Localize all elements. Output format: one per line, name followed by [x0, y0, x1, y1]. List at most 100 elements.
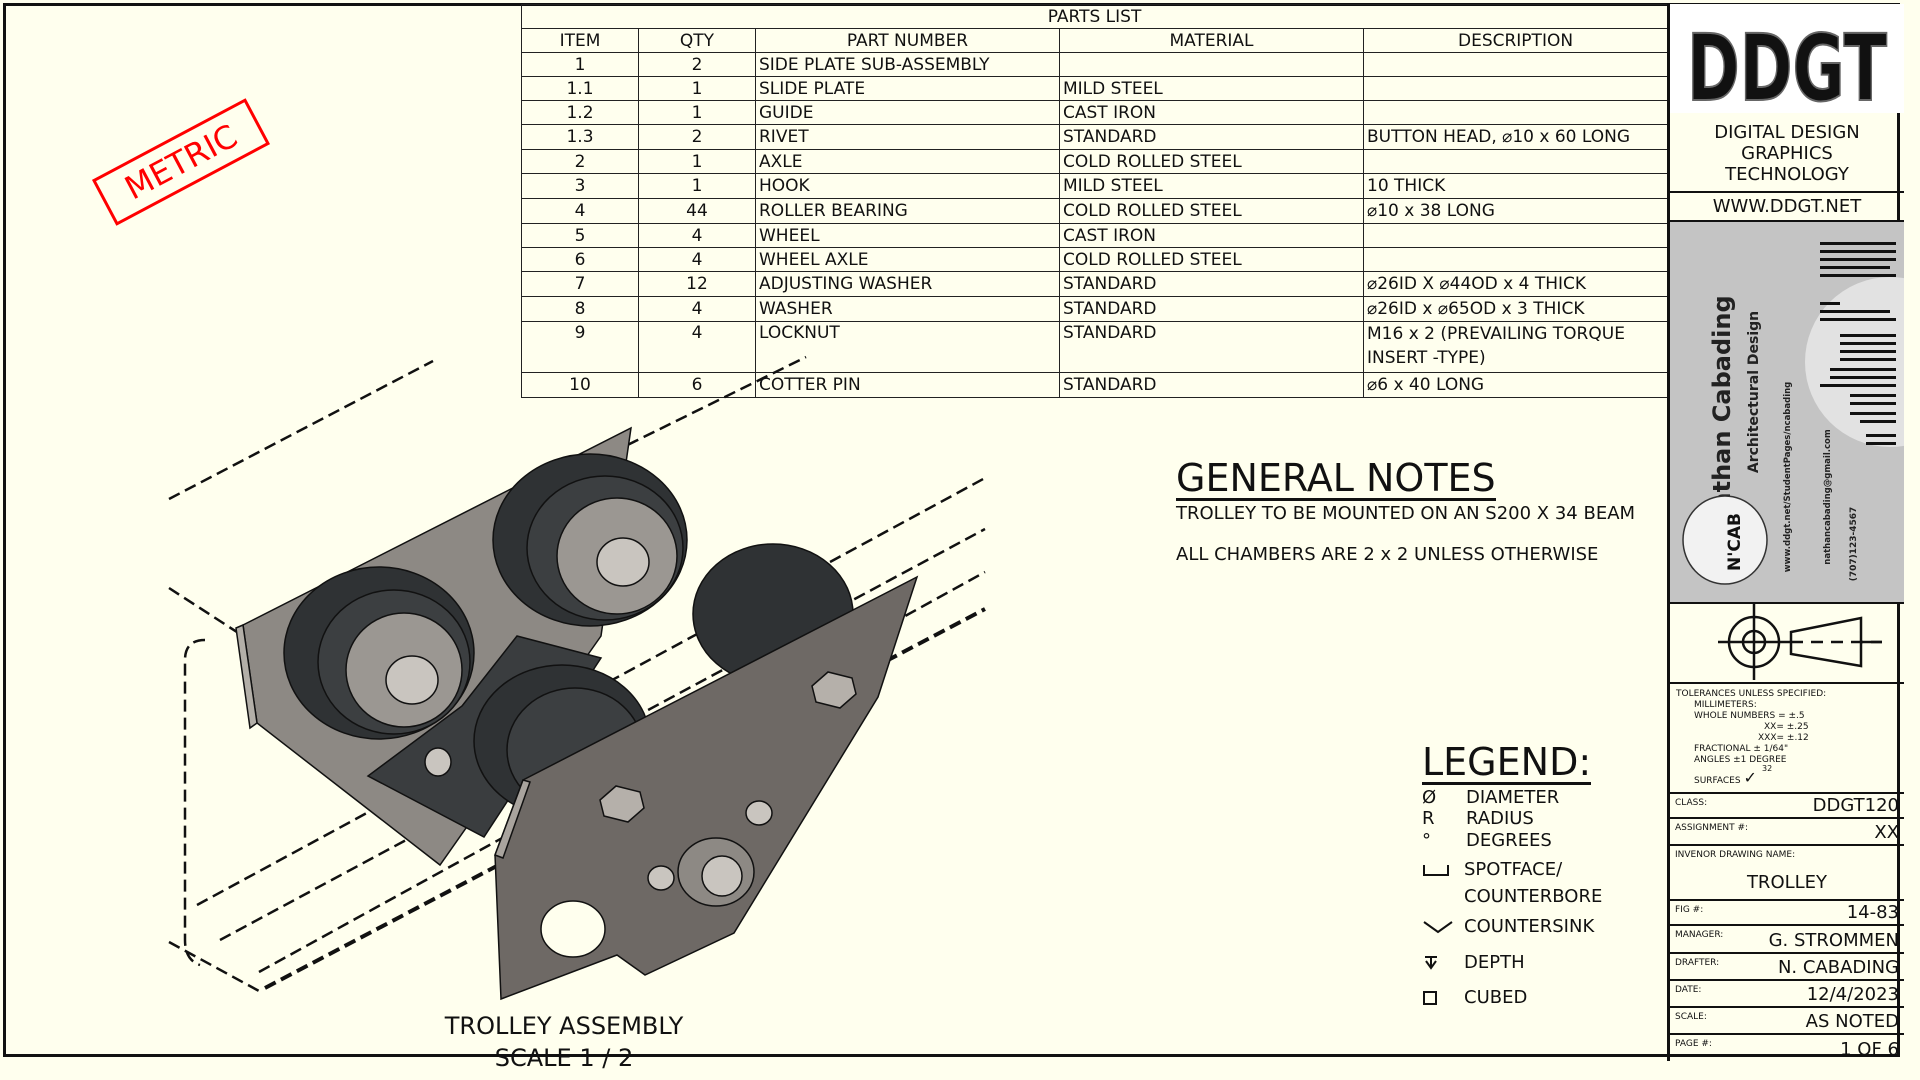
field-value: AS NOTED	[1805, 1011, 1899, 1032]
parts-cell-item: 1.1	[521, 76, 639, 101]
parts-cell-item: 1.3	[521, 124, 639, 150]
field-value: DDGT120	[1812, 795, 1899, 816]
general-notes: GENERAL NOTES TROLLEY TO BE MOUNTED ON A…	[1176, 458, 1635, 565]
parts-cell-item: 5	[521, 223, 639, 248]
column-header-item: ITEM	[521, 28, 639, 53]
parts-cell-description: BUTTON HEAD, ⌀10 x 60 LONG	[1362, 124, 1669, 150]
org-line: DIGITAL DESIGN	[1714, 122, 1860, 143]
svg-text:(707)123-4567: (707)123-4567	[1849, 507, 1859, 582]
parts-cell-description	[1362, 149, 1669, 174]
field-label: DRAFTER:	[1675, 958, 1720, 968]
parts-cell-part-number: SLIDE PLATE	[755, 76, 1060, 101]
tolerance-line: MILLIMETERS:	[1694, 700, 1757, 710]
org-line: TECHNOLOGY	[1725, 164, 1849, 185]
wheel-top	[492, 453, 688, 627]
parts-cell-qty: 4	[638, 247, 756, 272]
title-field: SCALE:AS NOTED	[1670, 1008, 1904, 1035]
tolerance-line: FRACTIONAL ± 1/64"	[1694, 744, 1789, 754]
parts-cell-description: M16 x 2 (PREVAILING TORQUE INSERT -TYPE)	[1362, 321, 1669, 373]
legend-label: COUNTERSINK	[1464, 916, 1595, 937]
view-caption: TROLLEY ASSEMBLY SCALE 1 / 2	[364, 1010, 764, 1074]
parts-cell-description: ⌀26ID x ⌀65OD x 3 THICK	[1362, 296, 1669, 322]
general-notes-title: GENERAL NOTES	[1176, 456, 1496, 501]
parts-cell-description	[1362, 52, 1669, 77]
field-label: FIG #:	[1675, 905, 1704, 915]
surface-roughness-value: 32	[1762, 764, 1773, 773]
field-value: G. STROMMEN	[1768, 930, 1899, 951]
legend-symbol: R	[1422, 808, 1435, 829]
org-line: GRAPHICS	[1741, 143, 1833, 164]
barcode-graphic	[1820, 242, 1896, 445]
legend-label: COUNTERBORE	[1464, 886, 1603, 907]
title-field: PAGE #: 1 OF 6	[1670, 1035, 1904, 1061]
parts-cell-material: STANDARD	[1059, 321, 1364, 373]
parts-cell-part-number: ROLLER BEARING	[755, 198, 1060, 224]
title-field: DATE:12/4/2023	[1670, 981, 1904, 1008]
svg-text:www.ddgt.net/StudentPages/ncab: www.ddgt.net/StudentPages/ncabading	[1783, 382, 1793, 573]
field-value: TROLLEY	[1746, 872, 1828, 893]
title-block: DDGT DIGITAL DESIGN GRAPHICS TECHNOLOGY …	[1667, 4, 1920, 1061]
projection-symbol	[1670, 604, 1904, 684]
tolerance-heading: TOLERANCES UNLESS SPECIFIED:	[1676, 689, 1827, 699]
view-title: TROLLEY ASSEMBLY	[444, 1012, 684, 1040]
note-1: TROLLEY TO BE MOUNTED ON AN S200 X 34 BE…	[1176, 503, 1636, 524]
countersink-icon	[1422, 916, 1454, 941]
parts-cell-item: 10	[521, 372, 639, 398]
locknut-right	[811, 671, 857, 709]
parts-cell-description: ⌀6 x 40 LONG	[1362, 372, 1669, 398]
parts-cell-qty: 4	[638, 321, 756, 373]
field-label: INVENOR DRAWING NAME:	[1675, 850, 1796, 860]
field-label: ASSIGNMENT #:	[1675, 823, 1749, 833]
note-2: ALL CHAMBERS ARE 2 x 2 UNLESS OTHERWISE	[1176, 544, 1599, 565]
parts-cell-material: COLD ROLLED STEEL	[1059, 149, 1364, 174]
legend-label: DEGREES	[1466, 830, 1552, 851]
field-label: PAGE #:	[1675, 1039, 1712, 1049]
field-value: 14-83	[1846, 902, 1899, 923]
legend-label: CUBED	[1464, 987, 1528, 1008]
legend-label: DEPTH	[1464, 952, 1525, 973]
parts-cell-material: STANDARD	[1059, 372, 1364, 398]
field-value: 1 OF 6	[1840, 1039, 1899, 1060]
parts-cell-material: STANDARD	[1059, 296, 1364, 322]
ddgt-logo: DDGT	[1670, 4, 1904, 123]
parts-cell-item: 1.2	[521, 100, 639, 125]
title-field: FIG #: 14-83	[1670, 901, 1904, 926]
title-field: MANAGER: G. STROMMEN	[1670, 926, 1904, 954]
legend-title: LEGEND:	[1422, 740, 1592, 785]
view-scale: SCALE 1 / 2	[494, 1044, 634, 1072]
parts-cell-qty: 4	[638, 223, 756, 248]
depth-icon	[1422, 952, 1442, 977]
parts-cell-qty: 4	[638, 296, 756, 322]
title-field: ASSIGNMENT #:XX	[1670, 819, 1904, 846]
title-field: INVENOR DRAWING NAME: TROLLEY	[1670, 846, 1904, 901]
parts-cell-qty: 2	[638, 52, 756, 77]
parts-cell-part-number: COTTER PIN	[755, 372, 1060, 398]
legend-symbol: °	[1422, 830, 1431, 851]
legend-symbol: Ø	[1422, 787, 1437, 808]
title-field: DRAFTER:N. CABADING	[1670, 954, 1904, 981]
svg-text:Architectural Design: Architectural Design	[1746, 311, 1762, 473]
title-field: CLASS: DDGT120	[1670, 794, 1904, 819]
surface-finish-icon: ✓	[1743, 768, 1757, 787]
legend-label: SPOTFACE/	[1464, 859, 1563, 880]
tolerances: TOLERANCES UNLESS SPECIFIED: MILLIMETERS…	[1670, 684, 1904, 794]
field-label: CLASS:	[1675, 798, 1708, 808]
square-icon	[1422, 987, 1442, 1012]
svg-text:Nathan Cabading: Nathan Cabading	[1708, 295, 1736, 528]
parts-cell-description: ⌀26ID X ⌀44OD x 4 THICK	[1362, 271, 1669, 297]
parts-cell-part-number: ADJUSTING WASHER	[755, 271, 1060, 297]
parts-cell-item: 8	[521, 296, 639, 322]
field-label: MANAGER:	[1675, 930, 1724, 940]
parts-cell-qty: 2	[638, 124, 756, 150]
business-card: Nathan Cabading Architectural Design N'C…	[1670, 222, 1920, 604]
locknut-left	[599, 785, 645, 823]
